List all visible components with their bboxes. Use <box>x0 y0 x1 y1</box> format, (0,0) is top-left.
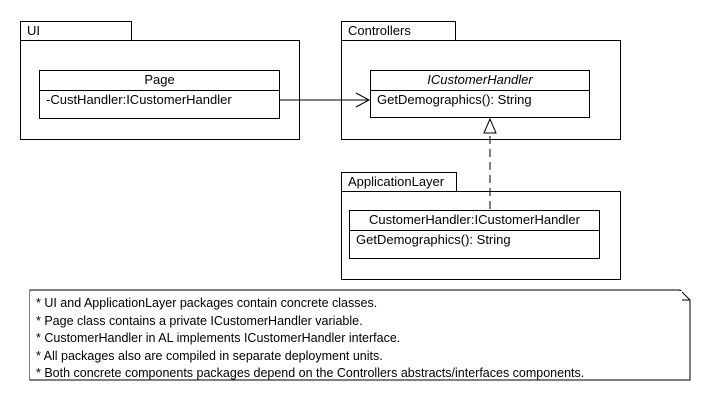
interface-name: ICustomerHandler <box>371 71 589 91</box>
class-operation: GetDemographics(): String <box>356 232 511 247</box>
class-attribute: -CustHandler:ICustomerHandler <box>46 92 232 107</box>
note-line: * All packages also are compiled in sepa… <box>36 348 383 363</box>
package-name-ui: UI <box>27 23 40 38</box>
note-line: * CustomerHandler in AL implements ICust… <box>36 331 401 345</box>
interface-icustomerhandler: ICustomerHandler GetDemographics(): Stri… <box>370 70 590 118</box>
note-line: * UI and ApplicationLayer packages conta… <box>36 296 378 310</box>
class-customerhandler: CustomerHandler:ICustomerHandler GetDemo… <box>349 210 600 259</box>
realization-arrowhead <box>483 117 497 134</box>
class-name: Page <box>40 71 279 91</box>
package-name-application-layer: ApplicationLayer <box>348 174 445 189</box>
class-page: Page -CustHandler:ICustomerHandler <box>39 70 280 119</box>
note-line: * Both concrete components packages depe… <box>36 366 585 380</box>
association-arrowhead <box>355 92 371 108</box>
note: * UI and ApplicationLayer packages conta… <box>30 291 682 380</box>
package-name-controllers: Controllers <box>348 23 411 38</box>
note-line: * Page class contains a private ICustome… <box>36 313 363 328</box>
class-name: CustomerHandler:ICustomerHandler <box>350 211 599 231</box>
interface-operation: GetDemographics(): String <box>377 92 532 107</box>
package-tab-controllers: Controllers <box>341 21 456 41</box>
